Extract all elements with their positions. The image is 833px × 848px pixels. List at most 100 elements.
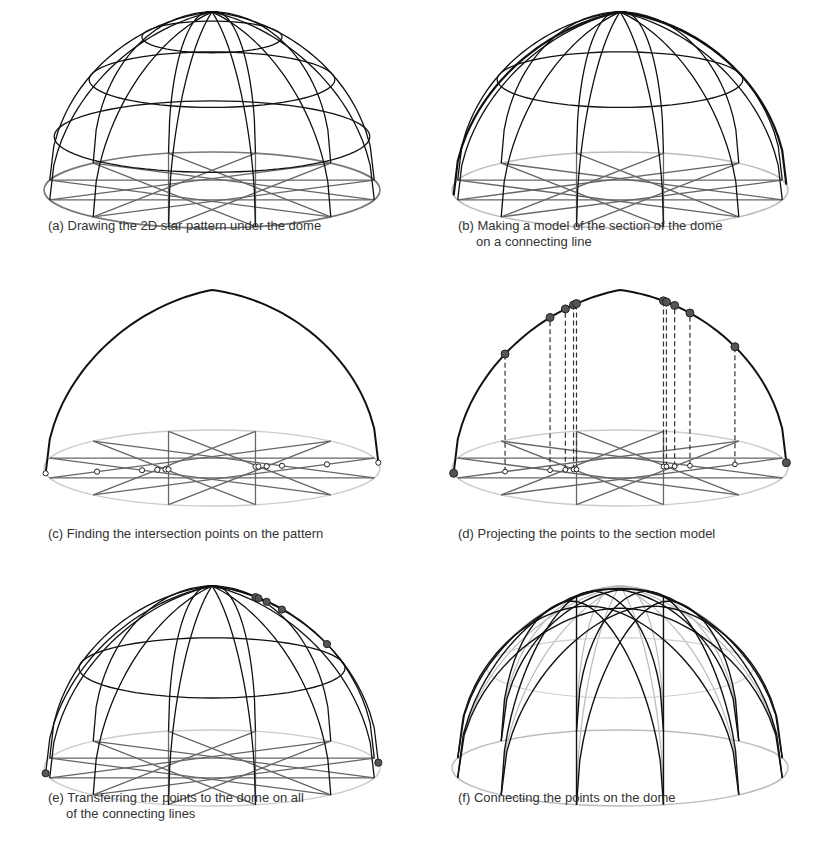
caption: (a) Drawing the 2D star pattern under th…: [48, 218, 378, 234]
star-line: [501, 458, 782, 495]
lifted-star-line: [501, 606, 782, 795]
section-arch: [46, 290, 379, 473]
dome-meridian: [620, 12, 739, 217]
intersection-point: [672, 464, 677, 469]
star-line: [50, 741, 331, 778]
star-line: [458, 180, 739, 217]
dome-meridian: [212, 586, 331, 795]
section-arch: [454, 290, 787, 473]
projected-point: [573, 300, 581, 308]
star-line: [93, 731, 255, 795]
star-line: [93, 441, 255, 505]
star-line: [169, 441, 331, 505]
dome-meridian: [620, 12, 663, 227]
dome-meridian: [577, 12, 620, 227]
projected-point: [561, 305, 569, 313]
dome-meridian: [577, 12, 620, 154]
star-line: [458, 199, 783, 200]
caption: (d) Projecting the points to the section…: [458, 526, 818, 542]
star-line: [50, 441, 331, 478]
star-line: [501, 441, 663, 505]
dome-meridian: [212, 12, 255, 154]
intersection-point: [155, 467, 160, 472]
intersection-point: [139, 468, 144, 473]
star-line: [50, 777, 375, 778]
dome-meridian: [212, 586, 331, 741]
dome-meridian: [212, 12, 331, 217]
transferred-point: [323, 640, 330, 647]
star-line: [169, 431, 331, 495]
transferred-point: [255, 595, 262, 602]
intersection-point: [264, 464, 269, 469]
caption: (c) Finding the intersection points on t…: [48, 526, 408, 542]
caption: (e) Transferring the points to the dome …: [48, 790, 310, 822]
projection-line: [674, 305, 675, 466]
star-line: [50, 758, 375, 759]
projection-line: [666, 302, 667, 467]
intersection-point: [256, 464, 261, 469]
dome-meridian: [212, 586, 255, 732]
dome-ring: [79, 638, 345, 698]
dome-meridian: [212, 12, 255, 227]
intersection-point: [166, 467, 171, 472]
dome-meridian: [169, 586, 212, 732]
star-line: [169, 153, 331, 217]
projection-line: [576, 304, 577, 470]
star-line: [50, 758, 331, 795]
star-line: [93, 153, 255, 217]
base-circle: [44, 152, 380, 228]
intersection-point: [664, 464, 669, 469]
dome-with-star-pattern: [44, 12, 380, 228]
dome-star-pattern: [452, 586, 788, 806]
star-line: [458, 180, 783, 181]
star-line: [93, 431, 255, 495]
star-line: [93, 458, 374, 495]
projected-point: [501, 350, 509, 358]
star-line: [577, 163, 739, 227]
star-line: [93, 163, 374, 200]
projection-line: [663, 301, 664, 467]
star-line: [50, 458, 375, 459]
intersection-point: [548, 468, 553, 473]
base-circle: [452, 152, 788, 228]
intersection-point: [563, 467, 568, 472]
dome-meridian: [93, 12, 212, 163]
dome-meridian: [93, 586, 212, 795]
transferred-points: [42, 586, 382, 806]
star-line: [50, 180, 331, 217]
intersection-points: [43, 290, 381, 506]
projected-point: [686, 309, 694, 317]
star-line: [93, 441, 374, 478]
projection-line: [504, 354, 505, 472]
transferred-point: [375, 759, 382, 766]
star-line: [50, 163, 331, 200]
transferred-point: [263, 598, 270, 605]
caption: (b) Making a model of the section of the…: [458, 218, 726, 250]
projected-point: [731, 343, 739, 351]
projected-point: [782, 459, 790, 467]
dome-meridian: [169, 586, 212, 805]
star-line: [458, 441, 739, 478]
dome-meridian: [577, 586, 620, 805]
dome-meridian: [93, 586, 212, 741]
lifted-star-line: [663, 596, 664, 805]
star-line: [50, 458, 331, 495]
dome-meridian: [50, 12, 212, 180]
projection-line: [689, 313, 690, 466]
projected-point: [662, 298, 670, 306]
intersection-point: [94, 469, 99, 474]
intersection-point: [324, 462, 329, 467]
projection-line: [565, 309, 566, 470]
intersection-point: [574, 467, 579, 472]
star-line: [169, 163, 331, 227]
dome-meridian: [458, 12, 620, 180]
star-line: [577, 431, 739, 495]
lifted-star-line: [501, 589, 782, 778]
projected-point: [450, 469, 458, 477]
star-line: [93, 180, 374, 217]
base-circle: [44, 430, 380, 506]
intersection-point: [733, 462, 738, 467]
dome-meridian: [169, 12, 212, 154]
lifted-star-line: [576, 596, 577, 805]
star-line: [577, 153, 739, 217]
